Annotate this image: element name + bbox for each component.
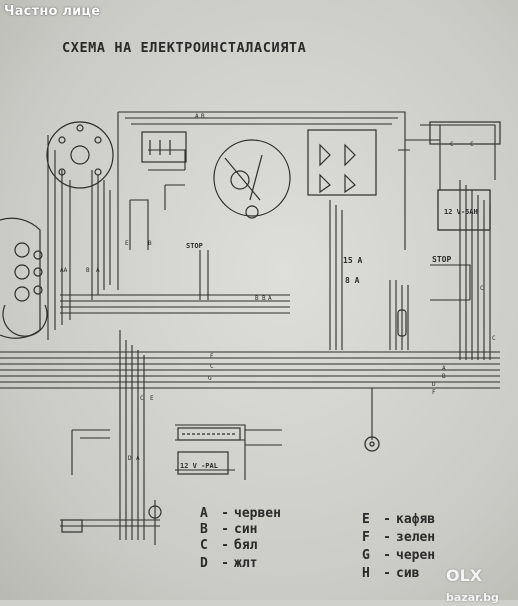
legend-code: B xyxy=(200,522,208,537)
svg-text:B: B xyxy=(86,267,90,274)
legend-color-name: кафяв xyxy=(396,512,436,527)
headlight-cluster-icon xyxy=(0,217,48,339)
svg-text:B: B xyxy=(148,240,152,247)
svg-text:A: A xyxy=(195,113,199,120)
rectifier-bridge-icon xyxy=(307,129,377,196)
legend-entry: B-син xyxy=(200,522,258,537)
svg-text:G: G xyxy=(208,375,212,382)
legend-color-name: син xyxy=(234,522,258,537)
svg-text:C: C xyxy=(470,141,474,148)
svg-text:D: D xyxy=(128,455,132,462)
fuse-icon xyxy=(397,309,407,337)
handlebar-switch-icon xyxy=(61,505,162,533)
legend-entry: F-зелен xyxy=(362,530,436,545)
battery-rating: 12 V-5AH xyxy=(444,208,478,216)
fuse-rating-15a: 15 A xyxy=(343,256,362,265)
svg-text:B: B xyxy=(201,113,205,120)
ignition-switch-icon xyxy=(46,121,114,189)
svg-text:E: E xyxy=(210,353,214,360)
svg-text:AA: AA xyxy=(60,267,68,274)
svg-text:A: A xyxy=(268,295,272,302)
legend-entry: H-сив xyxy=(362,566,420,581)
legend-color-name: зелен xyxy=(396,530,436,545)
logo-suffix: bazar.bg xyxy=(446,591,499,604)
watermark-private-person: Частно лице xyxy=(4,4,101,19)
svg-text:C: C xyxy=(210,363,214,370)
svg-text:E: E xyxy=(125,240,129,247)
svg-text:C: C xyxy=(492,335,496,342)
generator-icon xyxy=(213,139,291,219)
svg-text:C: C xyxy=(450,141,454,148)
legend-code: H xyxy=(362,566,370,581)
legend-color-name: бял xyxy=(234,538,258,553)
legend-entry: C-бял xyxy=(200,538,258,553)
stop-label-left: STOP xyxy=(186,242,203,250)
legend-entry: A-червен xyxy=(200,506,281,521)
pal-coil-label: 12 V -PAL xyxy=(180,462,218,470)
legend-code: E xyxy=(362,512,370,527)
legend-code: A xyxy=(200,506,208,521)
ignition-coil-icon xyxy=(177,427,241,475)
svg-text:B: B xyxy=(262,295,266,302)
fuse-rating-8a: 8 A xyxy=(345,276,360,285)
svg-text:A: A xyxy=(136,455,140,462)
svg-text:A: A xyxy=(442,365,446,372)
legend-color-name: сив xyxy=(396,566,420,581)
svg-text:E: E xyxy=(150,395,154,402)
svg-text:F: F xyxy=(432,389,436,396)
site-logo: OLX bazar.bg xyxy=(446,566,518,606)
legend-entry: D-жлт xyxy=(200,556,258,571)
stop-label-right: STOP xyxy=(432,255,451,264)
svg-text:C: C xyxy=(480,285,484,292)
legend-entry: E-кафяв xyxy=(362,512,436,527)
legend-code: G xyxy=(362,548,370,563)
diagram-title: СХЕМА НА ЕЛЕКТРОИНСТАЛАСИЯТА xyxy=(62,40,307,56)
legend-color-name: жлт xyxy=(234,556,258,571)
logo-primary: OLX xyxy=(446,566,483,585)
legend-color-name: червен xyxy=(234,506,281,521)
voltage-regulator-icon xyxy=(429,121,501,145)
legend-code: C xyxy=(200,538,208,553)
svg-text:B: B xyxy=(255,295,259,302)
legend-color-name: черен xyxy=(396,548,436,563)
svg-text:C: C xyxy=(140,395,144,402)
bulb-icon xyxy=(364,436,380,452)
battery-icon xyxy=(437,189,491,231)
legend-code: F xyxy=(362,530,370,545)
legend-entry: G-черен xyxy=(362,548,436,563)
relay-box-icon xyxy=(141,131,187,163)
svg-text:B: B xyxy=(442,373,446,380)
svg-text:D: D xyxy=(432,381,436,388)
svg-text:A: A xyxy=(96,267,100,274)
legend-code: D xyxy=(200,556,208,571)
